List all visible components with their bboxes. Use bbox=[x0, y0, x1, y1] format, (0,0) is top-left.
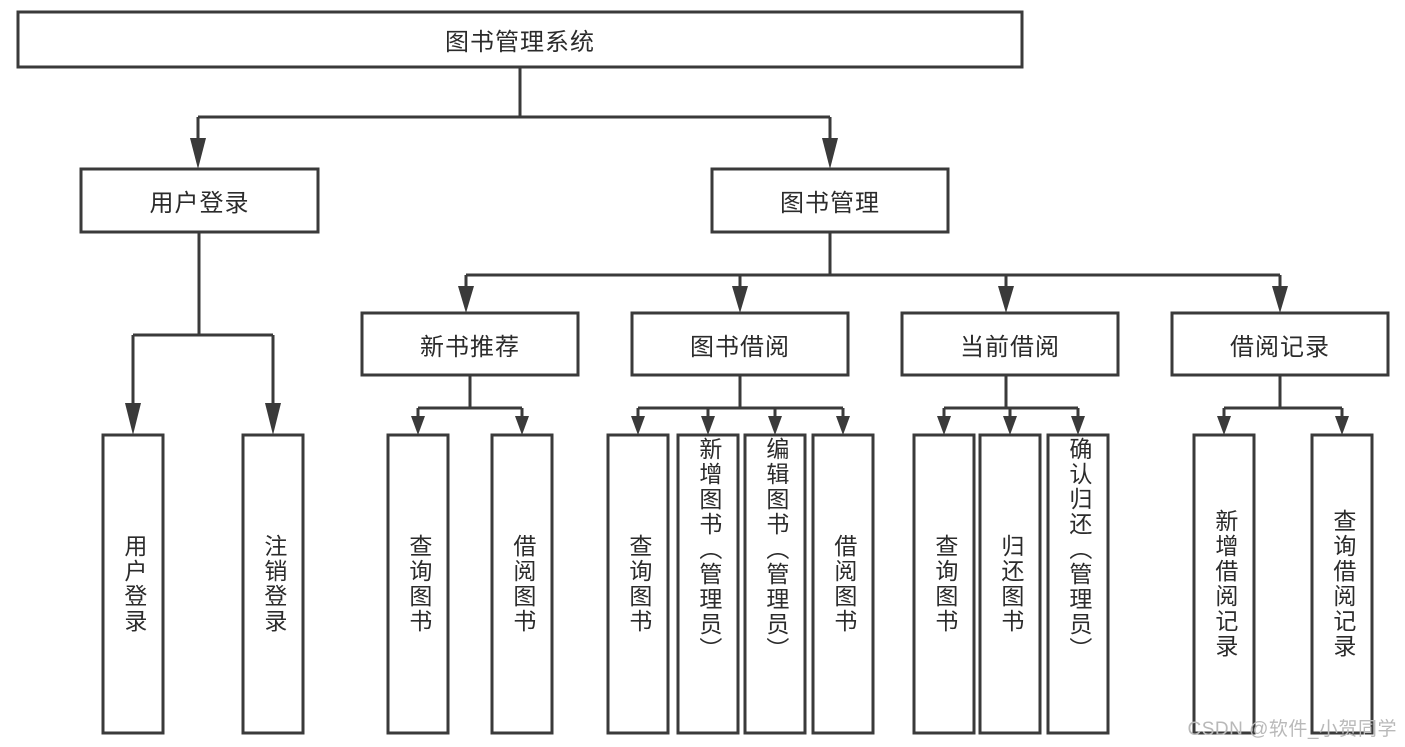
arrow-bb-leaf-4 bbox=[836, 416, 850, 435]
node-book-manage-box[interactable] bbox=[710, 167, 950, 234]
arrow-to-borrow-record bbox=[1272, 286, 1288, 313]
arrow-nbr-leaf-2 bbox=[515, 416, 529, 435]
arrow-root-to-book-manage bbox=[822, 138, 838, 169]
leaf-box-nbr-borrow-book[interactable] bbox=[490, 433, 554, 735]
leaf-box-logout[interactable] bbox=[241, 433, 305, 735]
leaf-box-bb-add-book[interactable] bbox=[676, 433, 740, 735]
arrow-cb-leaf-3 bbox=[1071, 416, 1085, 435]
node-current-borrow-box[interactable] bbox=[900, 311, 1120, 377]
arrow-br-leaf-1 bbox=[1217, 416, 1231, 435]
arrow-bb-leaf-1 bbox=[631, 416, 645, 435]
arrow-root-to-user-login bbox=[190, 138, 206, 169]
arrow-cb-leaf-2 bbox=[1003, 416, 1017, 435]
leaf-box-br-query-record[interactable] bbox=[1310, 433, 1374, 735]
leaf-box-bb-edit-book[interactable] bbox=[743, 433, 807, 735]
arrow-to-new-book-recommend bbox=[458, 286, 474, 313]
node-book-borrow-box[interactable] bbox=[630, 311, 850, 377]
arrow-to-leaf-logout bbox=[265, 403, 281, 435]
node-borrow-record-box[interactable] bbox=[1170, 311, 1390, 377]
leaf-box-cb-return-book[interactable] bbox=[978, 433, 1042, 735]
arrow-to-leaf-user-login bbox=[125, 403, 141, 435]
leaf-box-user-login[interactable] bbox=[101, 433, 165, 735]
arrow-to-book-borrow bbox=[732, 286, 748, 313]
leaf-box-br-add-record[interactable] bbox=[1192, 433, 1256, 735]
leaf-box-bb-borrow-book[interactable] bbox=[811, 433, 875, 735]
node-new-book-recommend-box[interactable] bbox=[360, 311, 580, 377]
arrow-to-current-borrow bbox=[998, 286, 1014, 313]
arrow-cb-leaf-1 bbox=[937, 416, 951, 435]
arrow-bb-leaf-2 bbox=[701, 416, 715, 435]
node-user-login-box[interactable] bbox=[79, 167, 320, 234]
leaf-box-nbr-query-book[interactable] bbox=[386, 433, 450, 735]
leaf-box-bb-query-book[interactable] bbox=[606, 433, 670, 735]
node-root-box[interactable] bbox=[16, 10, 1024, 69]
leaf-box-cb-query-book[interactable] bbox=[912, 433, 976, 735]
arrow-bb-leaf-3 bbox=[768, 416, 782, 435]
arrow-nbr-leaf-1 bbox=[411, 416, 425, 435]
arrow-br-leaf-2 bbox=[1335, 416, 1349, 435]
leaf-box-cb-confirm-return[interactable] bbox=[1046, 433, 1110, 735]
